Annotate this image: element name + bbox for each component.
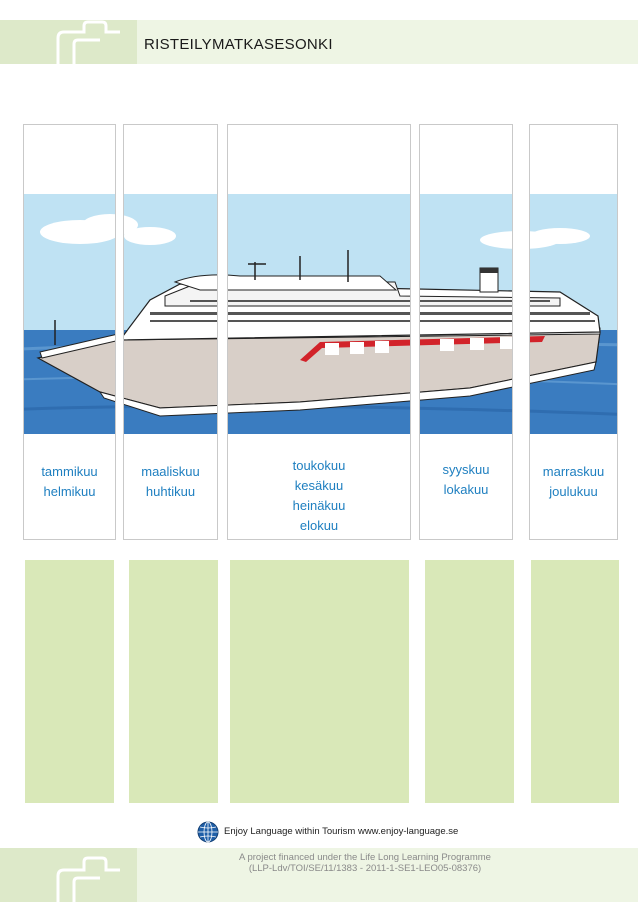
footer-tab	[0, 848, 137, 902]
month-labels-mar-apr: maaliskuu huhtikuu	[123, 462, 218, 502]
funding-line-2: (LLP-Ldv/TOI/SE/11/1383 - 2011-1-SE1-LEO…	[248, 863, 482, 874]
month-label: helmikuu	[43, 484, 96, 499]
globe-icon	[197, 821, 219, 843]
month-label: tammikuu	[41, 464, 98, 479]
answer-box	[25, 560, 114, 803]
month-labels-may-aug: toukokuu kesäkuu heinäkuu elokuu	[227, 456, 411, 536]
month-labels-jan-feb: tammikuu helmikuu	[23, 462, 116, 502]
footer-funding-note: A project financed under the Life Long L…	[200, 852, 530, 874]
answer-box	[129, 560, 218, 803]
month-label: huhtikuu	[145, 484, 196, 499]
panel-frame-nov-dec	[529, 124, 618, 540]
panel-frame-sep-oct	[419, 124, 513, 540]
suitcase-outline-icon	[56, 20, 120, 64]
month-label: marraskuu	[542, 464, 605, 479]
answer-box	[425, 560, 514, 803]
funding-line-1: A project financed under the Life Long L…	[239, 852, 491, 863]
month-label: joulukuu	[549, 484, 598, 499]
month-label: maaliskuu	[141, 464, 200, 479]
month-labels-nov-dec: marraskuu joulukuu	[529, 462, 618, 502]
panel-frame-jan-feb	[23, 124, 116, 540]
month-label: heinäkuu	[292, 498, 346, 513]
month-label: elokuu	[299, 518, 339, 533]
header-tab	[0, 20, 137, 64]
footer-website-line: Enjoy Language within Tourism www.enjoy-…	[224, 826, 459, 837]
month-label: lokakuu	[443, 482, 489, 497]
answer-box	[230, 560, 409, 803]
page-title: RISTEILYMATKASESONKI	[144, 36, 333, 53]
month-labels-sep-oct: syyskuu lokakuu	[419, 460, 513, 500]
month-label: kesäkuu	[294, 478, 344, 493]
month-label: syyskuu	[442, 462, 490, 477]
panel-frame-may-aug	[227, 124, 411, 540]
suitcase-outline-icon	[56, 856, 120, 902]
answer-box	[531, 560, 619, 803]
month-label: toukokuu	[292, 458, 346, 473]
panel-frame-mar-apr	[123, 124, 218, 540]
